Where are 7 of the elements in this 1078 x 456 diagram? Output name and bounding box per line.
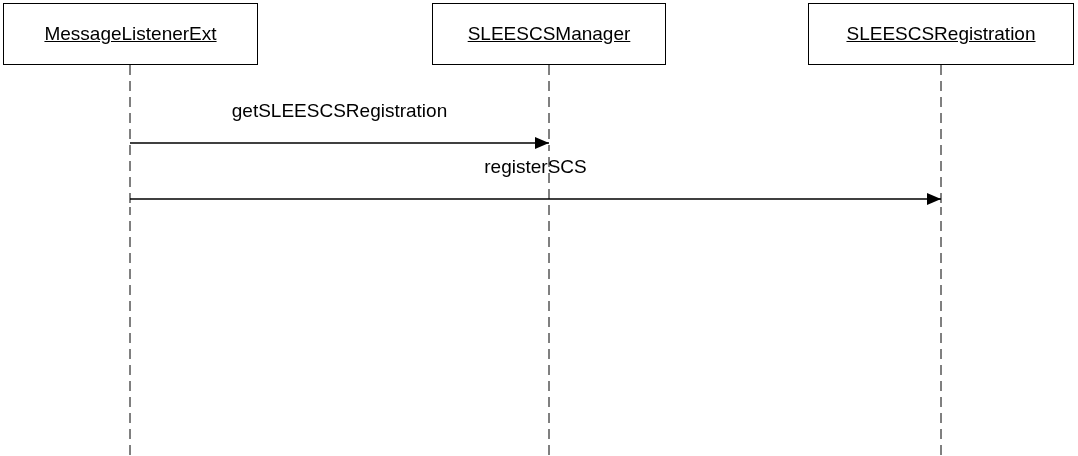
object-name: SLEESCSManager (467, 23, 631, 45)
object-name: SLEESCSRegistration (846, 23, 1036, 45)
message-arrow (129, 193, 942, 205)
object-name: MessageListenerExt (44, 23, 217, 45)
message-label: registerSCS (484, 156, 587, 178)
message-arrow (129, 137, 550, 149)
message-label: getSLEESCSRegistration (231, 100, 448, 122)
